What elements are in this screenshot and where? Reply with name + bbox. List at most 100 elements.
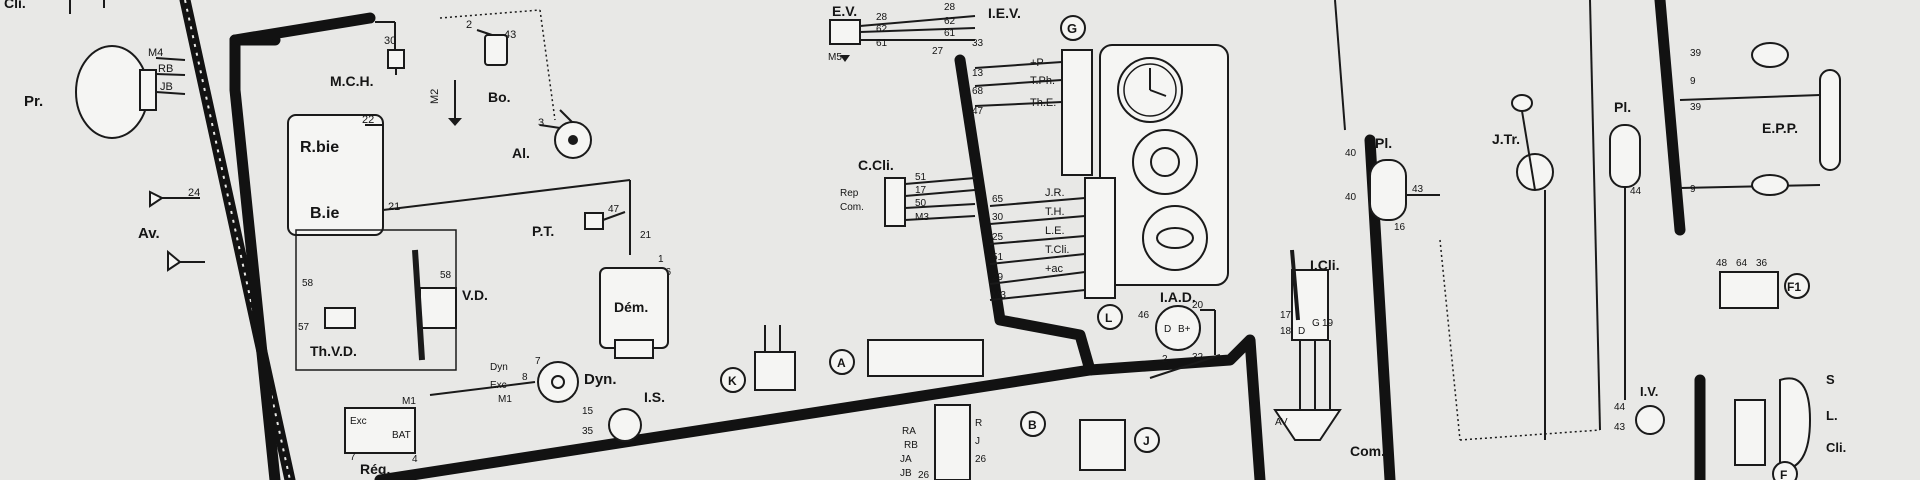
svg-text:7: 7 — [535, 356, 541, 367]
svg-text:17: 17 — [1280, 310, 1292, 321]
turn-signal-switch — [1273, 249, 1342, 441]
label-pl-left: Pl. — [1375, 135, 1392, 151]
right-harness-top — [1654, 0, 1686, 236]
svg-text:51: 51 — [915, 172, 927, 183]
svg-text:BAT: BAT — [392, 430, 411, 441]
svg-text:Exc: Exc — [490, 380, 507, 391]
svg-text:35: 35 — [582, 426, 594, 437]
svg-text:18: 18 — [1280, 326, 1292, 337]
svg-text:AV: AV — [1275, 417, 1288, 428]
label-reg: Rég. — [360, 461, 390, 477]
ignition-switch-is — [608, 408, 642, 442]
connector-f — [1772, 461, 1798, 480]
coil-bo — [439, 9, 556, 121]
svg-text:30: 30 — [992, 212, 1004, 223]
fan-thermoswitch — [295, 229, 457, 371]
svg-text:9: 9 — [1690, 184, 1696, 195]
svg-text:44: 44 — [1614, 402, 1626, 413]
svg-text:G: G — [1312, 318, 1320, 329]
label-dem: Dém. — [614, 299, 648, 315]
svg-text:26: 26 — [918, 470, 930, 480]
ground-m2-icon — [448, 118, 462, 126]
label-pl-right: Pl. — [1614, 99, 1631, 115]
svg-text:19: 19 — [1322, 318, 1334, 329]
distributor-al — [539, 109, 592, 159]
dynamo — [429, 361, 579, 403]
flasher-ccli — [884, 177, 976, 227]
svg-text:17: 17 — [915, 185, 927, 196]
svg-text:22: 22 — [362, 114, 374, 126]
label-iad: I.A.D. — [1160, 289, 1196, 305]
label-com: Com. — [1350, 443, 1385, 459]
svg-text:28: 28 — [876, 12, 888, 23]
label-bie: B.ie — [310, 205, 339, 222]
svg-text:51: 51 — [992, 252, 1004, 263]
svg-text:M3: M3 — [915, 212, 929, 223]
svg-text:M1: M1 — [402, 396, 416, 407]
svg-text:T.Cli.: T.Cli. — [1045, 244, 1069, 256]
svg-text:J: J — [975, 436, 980, 447]
label-iv: I.V. — [1640, 384, 1658, 399]
svg-text:44: 44 — [1630, 186, 1642, 197]
svg-text:28: 28 — [944, 2, 956, 13]
svg-text:68: 68 — [972, 86, 984, 97]
svg-text:RA: RA — [902, 426, 916, 437]
svg-text:29: 29 — [992, 272, 1004, 283]
svg-text:L: L — [1105, 311, 1112, 325]
svg-text:25: 25 — [992, 232, 1004, 243]
relay-iad — [1149, 305, 1221, 379]
svg-text:39: 39 — [1690, 48, 1702, 59]
svg-text:F: F — [1780, 468, 1787, 480]
svg-text:43: 43 — [1412, 184, 1424, 195]
rear-lamp-cluster — [1734, 377, 1812, 472]
switch-iv — [1635, 405, 1665, 435]
label-icli: I.Cli. — [1310, 257, 1340, 273]
svg-text:D: D — [1298, 326, 1305, 337]
svg-text:46: 46 — [1138, 310, 1150, 321]
svg-text:T.H.: T.H. — [1045, 206, 1065, 218]
mch-sensor — [375, 21, 405, 75]
svg-text:A: A — [837, 356, 846, 370]
connector-g — [1060, 15, 1093, 176]
svg-text:7: 7 — [350, 452, 356, 463]
svg-text:62: 62 — [876, 24, 888, 35]
svg-text:B+: B+ — [1178, 324, 1191, 335]
svg-text:L.E.: L.E. — [1045, 225, 1065, 237]
label-bo: Bo. — [488, 89, 511, 105]
label-pt: P.T. — [532, 223, 554, 239]
svg-text:J: J — [1143, 434, 1150, 448]
panel-connector — [1084, 177, 1116, 299]
svg-text:62: 62 — [944, 16, 956, 27]
label-rbie: R.bie — [300, 139, 339, 156]
svg-text:RB: RB — [158, 63, 173, 75]
label-mch: M.C.H. — [330, 73, 374, 89]
svg-text:48: 48 — [1716, 258, 1728, 269]
svg-text:16: 16 — [1394, 222, 1406, 233]
svg-text:24: 24 — [188, 187, 200, 199]
svg-text:Exc: Exc — [350, 416, 367, 427]
svg-text:47: 47 — [972, 106, 984, 117]
svg-text:58: 58 — [440, 270, 452, 281]
plafonnier-right — [1609, 124, 1641, 400]
battery-box — [287, 114, 631, 255]
label-thvd: Th.V.D. — [310, 343, 357, 359]
central-harness — [954, 54, 1096, 376]
label-s: S — [1826, 372, 1835, 387]
regulator-reg — [344, 407, 416, 454]
wiper-motor-epp — [1679, 42, 1841, 196]
svg-text:J.R.: J.R. — [1045, 187, 1065, 199]
svg-text:RB: RB — [904, 440, 918, 451]
svg-text:K: K — [728, 374, 737, 388]
label-ev: E.V. — [832, 3, 857, 19]
svg-text:4: 4 — [412, 454, 418, 465]
main-harness-bottom — [374, 364, 1096, 480]
connector-f1 — [1784, 273, 1810, 299]
svg-text:M5: M5 — [828, 52, 842, 63]
svg-text:21: 21 — [388, 201, 400, 213]
svg-text:Dyn: Dyn — [490, 362, 508, 373]
svg-text:40: 40 — [1345, 148, 1357, 159]
label-vd: V.D. — [462, 287, 488, 303]
svg-text:65: 65 — [992, 194, 1004, 205]
label-cli-top: Cli. — [4, 0, 26, 11]
